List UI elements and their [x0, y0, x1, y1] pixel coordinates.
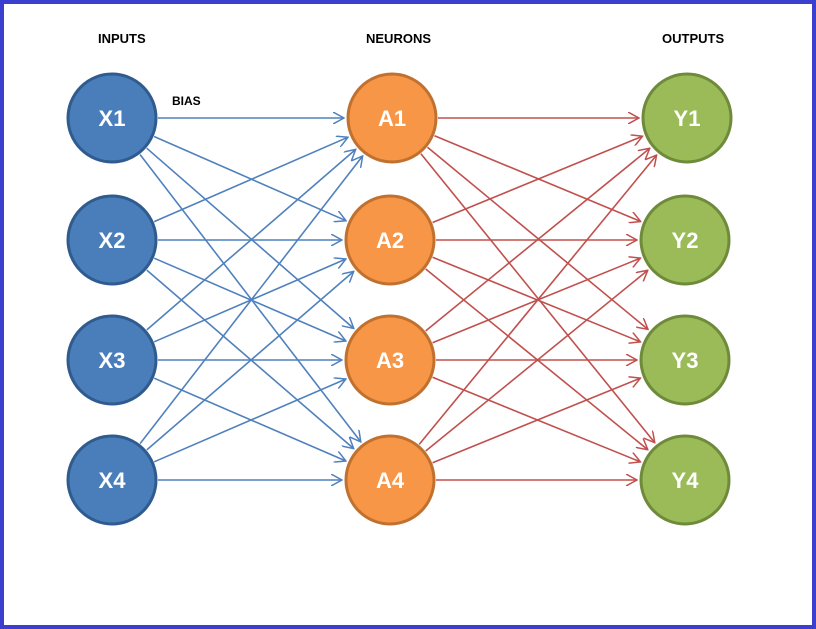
node-label: X3 [99, 348, 126, 373]
edge-a4-y2 [425, 270, 648, 452]
node-x2: X2 [66, 194, 158, 286]
node-label: Y1 [674, 106, 701, 131]
edge-x1-a2 [153, 135, 346, 221]
node-circle [639, 194, 731, 286]
edge-x2-a1 [153, 137, 348, 223]
node-circle [66, 194, 158, 286]
edge-x1-a3 [146, 147, 354, 328]
node-a3: A3 [344, 314, 436, 406]
node-label: X4 [99, 468, 127, 493]
edge-a3-y1 [425, 148, 650, 332]
node-y3: Y3 [639, 314, 731, 406]
node-y1: Y1 [641, 72, 733, 164]
edge-a2-y1 [432, 136, 643, 224]
node-circle [346, 72, 438, 164]
node-circle [66, 314, 158, 406]
node-label: Y4 [672, 468, 700, 493]
node-a2: A2 [344, 194, 436, 286]
node-label: X2 [99, 228, 126, 253]
node-x4: X4 [66, 434, 158, 526]
connections-layer [139, 118, 657, 480]
edge-x4-a3 [153, 379, 346, 463]
node-x3: X3 [66, 314, 158, 406]
bias-label: BIAS [172, 94, 201, 108]
node-a1: A1 [346, 72, 438, 164]
node-label: Y3 [672, 348, 699, 373]
edge-x4-a1 [139, 156, 363, 445]
node-label: X1 [99, 106, 126, 131]
node-circle [344, 194, 436, 286]
node-label: A3 [376, 348, 404, 373]
node-circle [639, 314, 731, 406]
node-label: A4 [376, 468, 405, 493]
edge-a4-y3 [432, 378, 641, 464]
node-label: A2 [376, 228, 404, 253]
outputs-heading: OUTPUTS [662, 31, 725, 46]
node-circle [641, 72, 733, 164]
edge-a1-y4 [420, 153, 655, 443]
edge-a4-y1 [418, 155, 656, 445]
node-circle [66, 72, 158, 164]
node-circle [639, 434, 731, 526]
neurons-heading: NEURONS [366, 31, 432, 46]
node-x1: X1 [66, 72, 158, 164]
node-a4: A4 [344, 434, 436, 526]
edge-x3-a1 [146, 149, 356, 331]
edge-x1-a4 [139, 154, 361, 442]
edge-x4-a2 [146, 271, 354, 451]
node-circle [344, 434, 436, 526]
node-y4: Y4 [639, 434, 731, 526]
node-label: Y2 [672, 228, 699, 253]
node-circle [66, 434, 158, 526]
node-y2: Y2 [639, 194, 731, 286]
node-circle [344, 314, 436, 406]
node-label: A1 [378, 106, 406, 131]
inputs-heading: INPUTS [98, 31, 146, 46]
